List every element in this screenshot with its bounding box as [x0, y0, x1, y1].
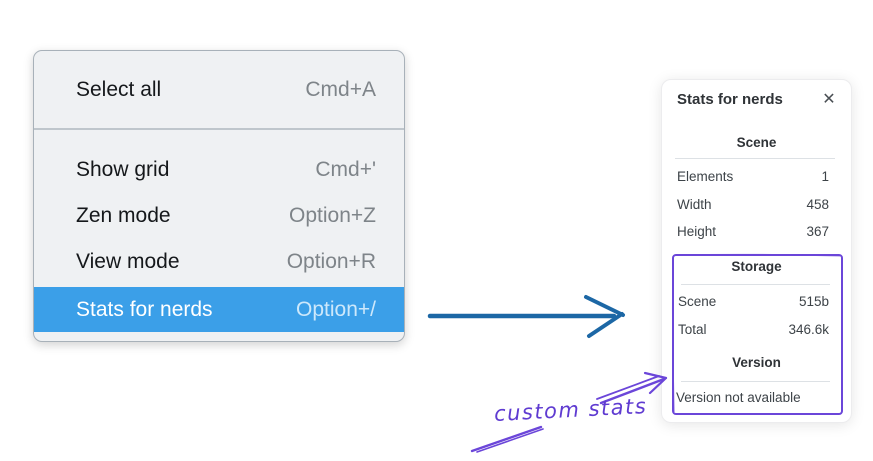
- menu-item-shortcut: Option+Z: [289, 204, 376, 227]
- section-divider: [681, 381, 830, 382]
- stat-value: 515b: [798, 294, 829, 309]
- stat-row-elements: Elements 1: [677, 169, 829, 184]
- annotation-arrow: [596, 371, 668, 405]
- section-header-scene: Scene: [736, 135, 777, 150]
- version-note: Version not available: [676, 390, 801, 405]
- context-menu: Select all Cmd+A Show grid Cmd+' Zen mod…: [33, 50, 405, 342]
- stat-label: Elements: [677, 169, 734, 184]
- menu-item-label: Stats for nerds: [76, 297, 213, 321]
- stat-label: Total: [678, 322, 707, 337]
- section-divider: [675, 158, 835, 159]
- menu-divider: [34, 128, 404, 130]
- menu-item-select-all[interactable]: Select all Cmd+A: [34, 67, 404, 113]
- menu-item-shortcut: Cmd+': [315, 158, 376, 181]
- section-header-storage: Storage: [731, 259, 782, 274]
- stat-label: Scene: [678, 294, 717, 309]
- menu-item-label: Zen mode: [76, 204, 171, 227]
- stat-row-scene-storage: Scene 515b: [678, 294, 829, 309]
- stat-value: 367: [806, 224, 829, 239]
- custom-stats-annotation: custom stats: [493, 394, 648, 426]
- section-divider: [681, 284, 830, 285]
- section-header-version: Version: [732, 355, 781, 370]
- menu-item-label: Show grid: [76, 158, 170, 181]
- stat-value: 346.6k: [788, 322, 829, 337]
- menu-item-shortcut: Cmd+A: [305, 78, 376, 101]
- menu-item-view-mode[interactable]: View mode Option+R: [34, 239, 404, 285]
- menu-item-zen-mode[interactable]: Zen mode Option+Z: [34, 193, 404, 239]
- stats-panel-title: Stats for nerds: [677, 91, 783, 108]
- stat-row-height: Height 367: [677, 224, 829, 239]
- flow-arrow: [427, 295, 625, 338]
- stat-value: 458: [806, 197, 829, 212]
- close-icon[interactable]: ✕: [819, 89, 839, 109]
- menu-item-show-grid[interactable]: Show grid Cmd+': [34, 147, 404, 193]
- menu-item-shortcut: Option+R: [286, 250, 376, 273]
- stat-value: 1: [821, 169, 829, 184]
- menu-item-stats-for-nerds[interactable]: Stats for nerds Option+/: [34, 287, 404, 332]
- stat-label: Height: [677, 224, 717, 239]
- menu-item-label: View mode: [76, 250, 180, 273]
- menu-item-label: Select all: [76, 78, 162, 101]
- menu-item-shortcut: Option+/: [296, 297, 376, 321]
- annotation-underline: [470, 425, 544, 453]
- stats-panel: Stats for nerds ✕ Scene Elements 1 Width…: [661, 79, 852, 423]
- stat-row-width: Width 458: [677, 197, 829, 212]
- stat-row-total-storage: Total 346.6k: [678, 322, 829, 337]
- stat-label: Width: [677, 197, 712, 212]
